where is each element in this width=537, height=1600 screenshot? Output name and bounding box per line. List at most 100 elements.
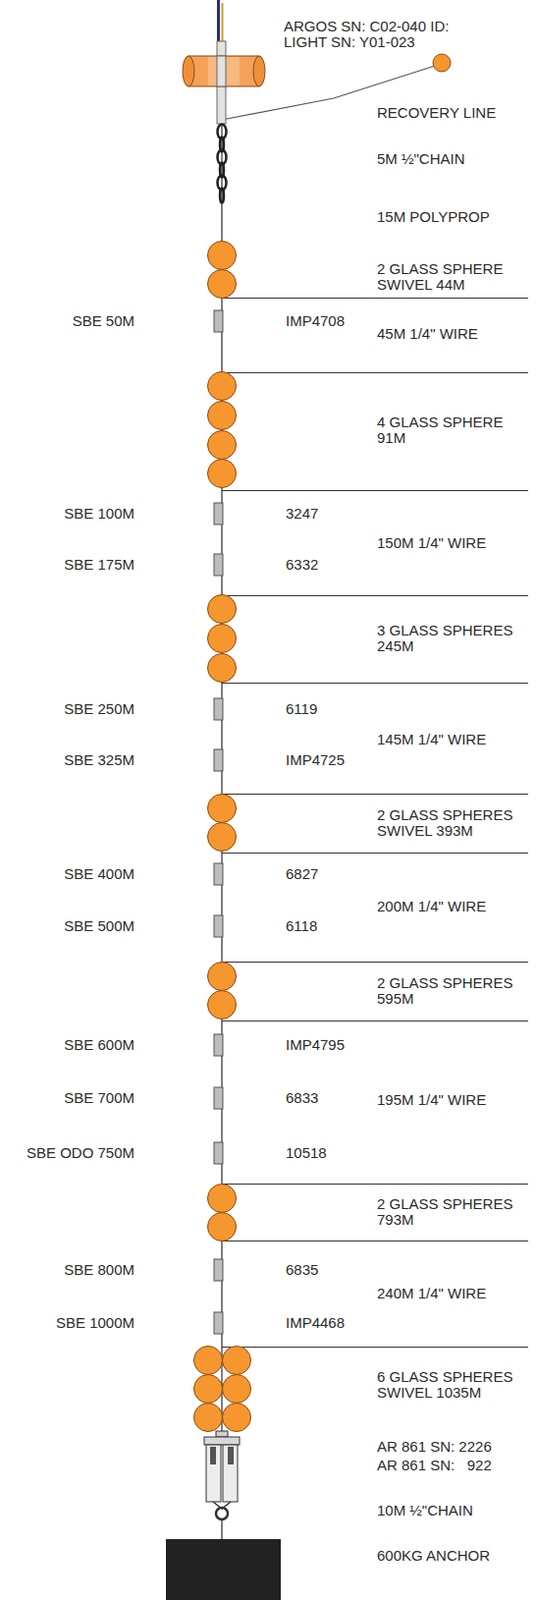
wire-label: 145M 1/4" WIRE bbox=[376, 731, 486, 749]
recovery-float bbox=[432, 53, 451, 72]
instrument bbox=[214, 698, 223, 720]
glass-sphere bbox=[194, 1345, 223, 1375]
sensor-label: SBE 700M bbox=[63, 1089, 135, 1107]
separator-line bbox=[221, 1182, 529, 1184]
release-body bbox=[206, 1444, 221, 1502]
serial-number: 6827 bbox=[285, 865, 319, 883]
instrument bbox=[214, 310, 223, 1334]
glass-sphere bbox=[222, 1374, 252, 1403]
sensor-label: SBE 325M bbox=[63, 751, 135, 769]
component-label: 10M ½"CHAIN bbox=[376, 1502, 474, 1519]
serial-number: 6833 bbox=[285, 1089, 319, 1107]
instrument bbox=[214, 862, 223, 885]
buoy-label: ARGOS SN: C02-040 ID: LIGHT SN: Y01-023 bbox=[283, 18, 485, 52]
release-bracket bbox=[204, 1436, 240, 1445]
serial-number: 10518 bbox=[285, 1144, 327, 1162]
sensor-label: SBE 100M bbox=[63, 505, 135, 523]
wire-label: 150M 1/4" WIRE bbox=[376, 535, 486, 552]
glass-sphere bbox=[208, 962, 237, 991]
component-label: 3 GLASS SPHERES 245M bbox=[376, 622, 525, 655]
glass-sphere bbox=[222, 1402, 252, 1432]
instrument bbox=[214, 502, 223, 525]
mooring-line bbox=[220, 1518, 223, 1539]
component-label: 2 GLASS SPHERES 595M bbox=[376, 974, 525, 1008]
release-detail bbox=[227, 1446, 234, 1464]
serial-number: 6118 bbox=[285, 917, 318, 935]
component-label: 2 GLASS SPHERES 793M bbox=[376, 1195, 525, 1229]
serial-number: 6332 bbox=[285, 556, 319, 574]
sensor-label: SBE 800M bbox=[63, 1261, 135, 1279]
glass-sphere bbox=[208, 624, 237, 653]
separator-line bbox=[221, 682, 529, 684]
acoustic-release bbox=[204, 1430, 240, 1519]
sensor-label: SBE 250M bbox=[63, 700, 135, 718]
glass-sphere bbox=[194, 1374, 223, 1403]
serial-number: 6119 bbox=[285, 700, 318, 718]
serial-number: IMP4725 bbox=[285, 751, 345, 769]
separator-line bbox=[221, 793, 529, 795]
chain-link bbox=[219, 188, 224, 204]
component-label: 2 GLASS SPHERE SWIVEL 44M bbox=[376, 261, 525, 294]
sensor-label: SBE 1000M bbox=[55, 1314, 135, 1332]
glass-sphere bbox=[208, 459, 237, 488]
glass-sphere bbox=[222, 1345, 252, 1375]
component-label: 5M ½"CHAIN bbox=[376, 151, 466, 168]
glass-sphere bbox=[208, 653, 237, 683]
glass-sphere bbox=[194, 1402, 223, 1432]
sensor-label: SBE ODO 750M bbox=[26, 1144, 135, 1162]
serial-number: IMP4795 bbox=[285, 1036, 345, 1054]
glass-sphere bbox=[208, 401, 237, 430]
glass-sphere bbox=[208, 430, 237, 460]
instrument bbox=[214, 310, 223, 332]
instrument bbox=[214, 553, 223, 576]
glass-sphere bbox=[208, 1212, 237, 1241]
instrument bbox=[214, 1086, 223, 1109]
separator-line bbox=[221, 1239, 529, 1241]
glass-sphere bbox=[194, 241, 252, 1432]
serial-number: 6835 bbox=[285, 1261, 319, 1279]
component-label: 4 GLASS SPHERE 91M bbox=[376, 414, 525, 447]
anchor-label: 600KG ANCHOR bbox=[376, 1547, 490, 1564]
component-label: 2 GLASS SPHERES SWIVEL 393M bbox=[376, 806, 525, 840]
release-body bbox=[222, 1444, 238, 1502]
instrument bbox=[214, 749, 223, 771]
anchor bbox=[165, 1538, 281, 1600]
glass-sphere bbox=[208, 794, 237, 823]
glass-sphere bbox=[208, 594, 237, 624]
separator-line bbox=[221, 1020, 529, 1021]
buoy-stem bbox=[216, 55, 226, 87]
component-label: 6 GLASS SPHERES SWIVEL 1035M bbox=[376, 1368, 525, 1401]
separator-line bbox=[221, 852, 529, 854]
glass-sphere bbox=[208, 372, 237, 401]
antenna bbox=[216, 0, 220, 46]
release-plate bbox=[215, 1430, 228, 1437]
chain bbox=[217, 124, 227, 204]
sensor-label: SBE 500M bbox=[63, 917, 135, 935]
sensor-label: SBE 50M bbox=[72, 313, 135, 330]
sensor-label: SBE 600M bbox=[63, 1036, 135, 1054]
instrument bbox=[214, 1033, 223, 1056]
antenna bbox=[221, 2, 224, 45]
release-label: AR 861 SN: 922 bbox=[376, 1456, 492, 1474]
instrument bbox=[214, 914, 223, 937]
component-label: 15M POLYPROP bbox=[376, 209, 490, 226]
glass-sphere bbox=[208, 241, 237, 270]
wire-label: 45M 1/4" WIRE bbox=[376, 325, 479, 343]
serial-number: IMP4468 bbox=[285, 1314, 345, 1332]
separator-line bbox=[221, 489, 529, 491]
wire-label: 195M 1/4" WIRE bbox=[376, 1091, 486, 1109]
buoy-hull bbox=[182, 55, 195, 87]
separator-line bbox=[221, 594, 529, 596]
release-label: AR 861 SN: 2226 bbox=[376, 1438, 492, 1455]
glass-sphere bbox=[208, 269, 237, 299]
release-detail bbox=[210, 1446, 216, 1464]
glass-sphere bbox=[208, 990, 237, 1020]
separator-line bbox=[221, 298, 529, 1347]
serial-number: IMP4708 bbox=[285, 313, 345, 330]
instrument bbox=[214, 1258, 223, 1281]
shackle-ring bbox=[215, 1506, 228, 1519]
glass-sphere bbox=[208, 1183, 237, 1213]
serial-number: 3247 bbox=[285, 505, 319, 523]
buoy-hull bbox=[253, 55, 266, 87]
